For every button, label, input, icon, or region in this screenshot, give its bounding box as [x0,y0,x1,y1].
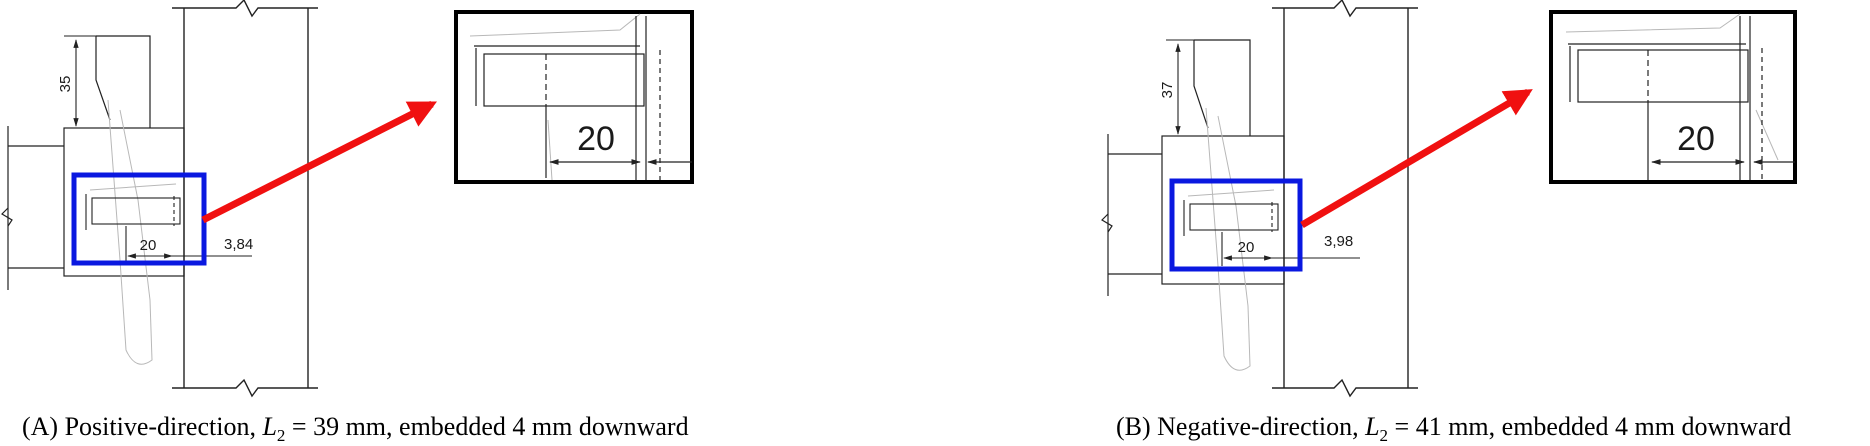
dim-vertical-label-b: 37 [1159,82,1176,99]
dim-slot-label-a: 20 [140,237,157,254]
caption-a-var: L [262,412,277,441]
beam-outline [1,126,64,290]
dim-vertical-label-a: 35 [57,76,74,93]
zoom-dim-label-b: 20 [1677,120,1715,158]
ghost-bolt [1187,107,1275,371]
ghost-bolt [89,99,177,365]
beam-outline [1101,134,1162,296]
bracket-outline [1161,39,1285,285]
slot-outline [1183,200,1279,236]
dim-offset-label-b: 3,98 [1324,233,1353,250]
caption-a-sub: 2 [276,426,286,446]
caption-b-sub: 2 [1379,426,1389,446]
dim-vertical-a [64,35,96,127]
zoom-arrow-b [1300,88,1533,229]
caption-b-var: L [1365,412,1380,441]
zoom-inset-b: 20 [1549,10,1797,184]
dim-horizontal-b [1221,232,1360,266]
caption-b-prefix: (B) Negative-direction, [1116,412,1366,441]
zoom-dim-label-a: 20 [577,120,615,158]
zoom-arrow-a [201,100,437,224]
zoom-inset-a: 20 [454,10,694,184]
highlight-box-b [1169,178,1303,272]
slot-outline [85,194,181,230]
caption-a-suffix: = 39 mm, embedded 4 mm downward [285,412,689,441]
panel-b: 37 20 3,98 [1101,0,1797,398]
dim-offset-label-a: 3,84 [224,236,253,253]
caption-a: (A) Positive-direction, L2 = 39 mm, embe… [22,412,689,446]
dim-horizontal-a [125,226,252,262]
panel-a: 35 20 3,84 [1,0,694,398]
caption-b: (B) Negative-direction, L2 = 41 mm, embe… [1116,412,1791,446]
dim-vertical-b [1166,39,1194,135]
dim-slot-label-b: 20 [1238,239,1255,256]
bracket-outline [63,35,185,277]
caption-a-prefix: (A) Positive-direction, [22,412,263,441]
caption-b-suffix: = 41 mm, embedded 4 mm downward [1388,412,1792,441]
